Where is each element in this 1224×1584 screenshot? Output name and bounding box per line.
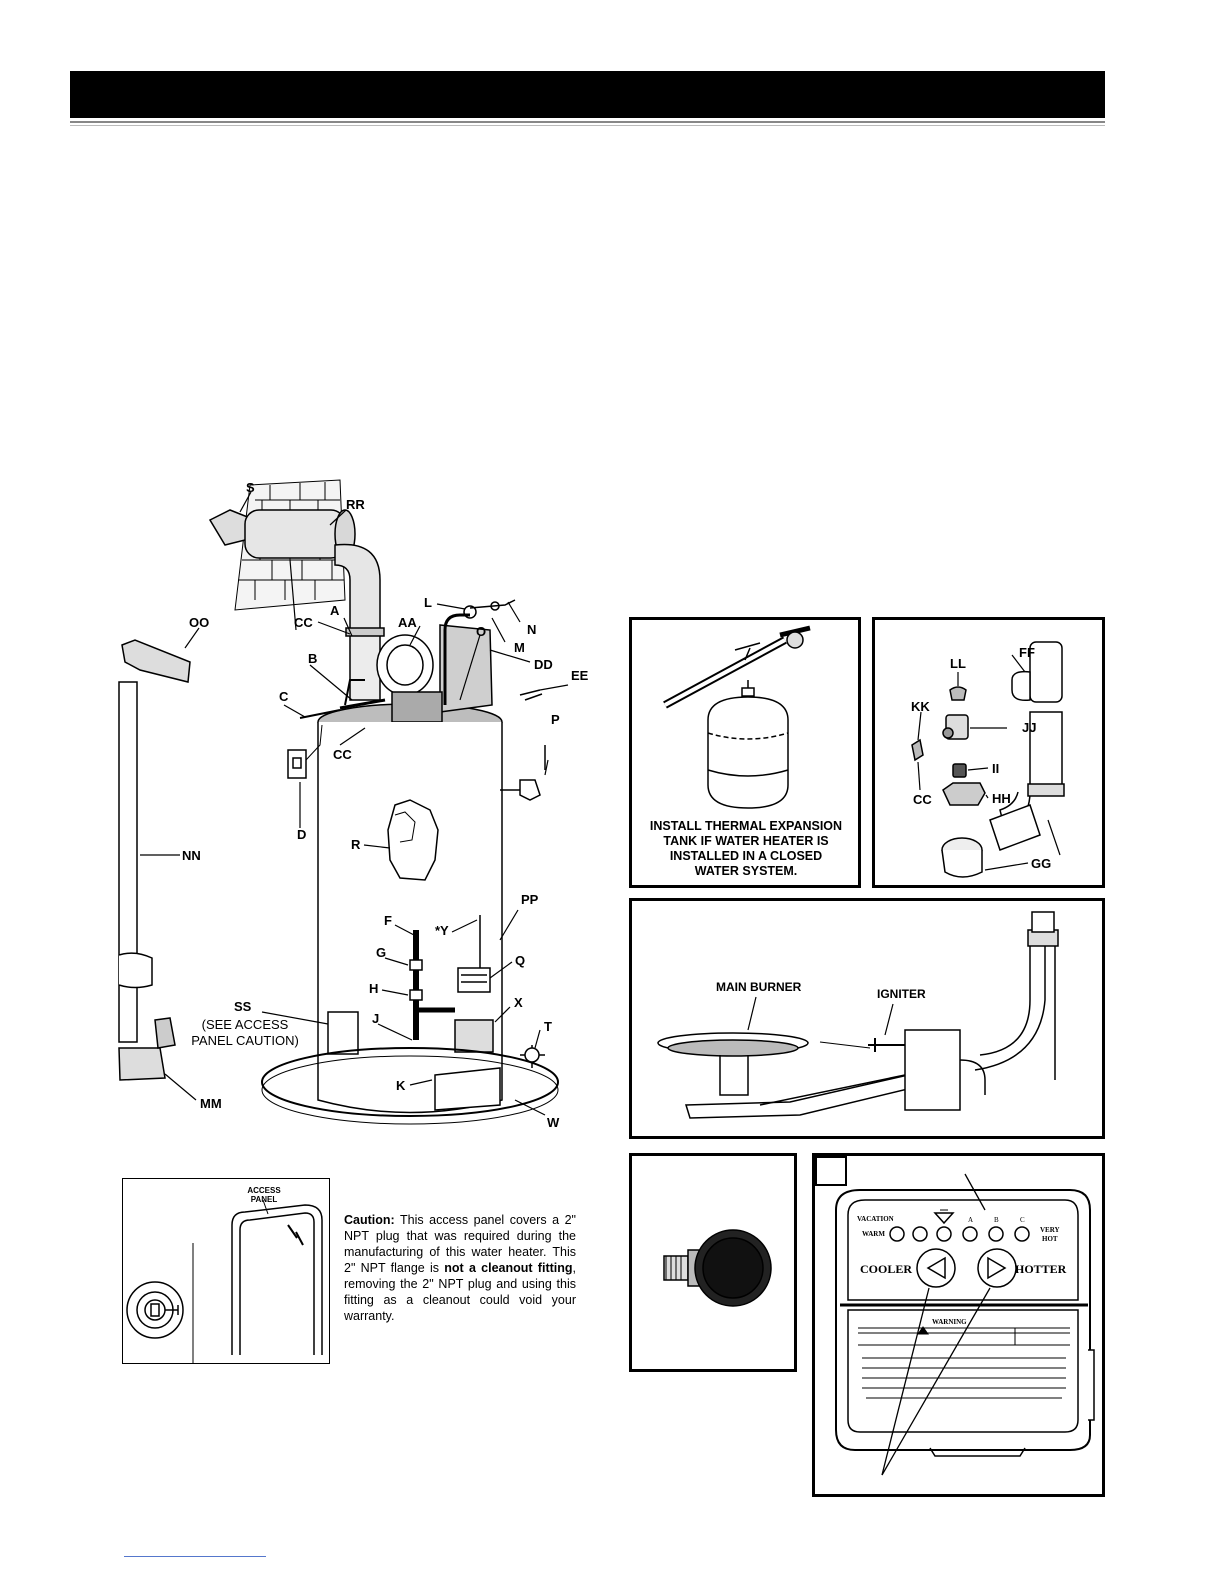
label-m: M xyxy=(514,640,525,655)
igniter-label: IGNITER xyxy=(877,987,926,1001)
label-d: D xyxy=(297,827,307,842)
label-f: F xyxy=(384,913,392,928)
footer-link-underline xyxy=(124,1556,266,1557)
label-t: T xyxy=(544,1019,552,1034)
hot-label: HOT xyxy=(1042,1235,1058,1243)
very-label: VERY xyxy=(1040,1226,1060,1234)
label-dd: DD xyxy=(534,657,553,672)
label-w: W xyxy=(547,1115,560,1130)
label-l: L xyxy=(424,595,432,610)
label-r: R xyxy=(351,837,361,852)
access-panel-label-line1: ACCESS xyxy=(247,1186,281,1195)
label-x: X xyxy=(514,995,523,1010)
label-mm: MM xyxy=(200,1096,222,1111)
label-ii: II xyxy=(992,761,1000,776)
ss-note-line1: (SEE ACCESS xyxy=(201,1017,289,1032)
setting-a-label: A xyxy=(968,1216,974,1224)
access-panel-label-line2: PANEL xyxy=(250,1195,278,1204)
label-ss: SS xyxy=(234,999,252,1014)
caution-part1: This access panel covers a 2" NPT plug t… xyxy=(344,1213,576,1275)
hotter-label: HOTTER xyxy=(1015,1262,1067,1276)
label-cc-top: CC xyxy=(294,615,313,630)
header-rule-thin xyxy=(70,125,1105,126)
caution-lead: Caution: xyxy=(344,1213,395,1227)
label-kk: KK xyxy=(911,699,930,714)
label-gg: GG xyxy=(1031,856,1052,871)
label-y: *Y xyxy=(435,923,449,938)
main-burner-label: MAIN BURNER xyxy=(716,980,802,994)
label-jj: JJ xyxy=(1022,720,1037,735)
label-hh: HH xyxy=(992,791,1011,806)
fittings-panel xyxy=(872,617,1105,888)
ss-note-line2: PANEL CAUTION) xyxy=(191,1033,299,1048)
expansion-caption-line3: INSTALLED IN A CLOSED xyxy=(669,849,823,863)
setting-b-label: B xyxy=(994,1216,999,1224)
warning-label: WARNING xyxy=(932,1318,967,1326)
caution-text: Caution: This access panel covers a 2" N… xyxy=(344,1212,576,1324)
label-s: S xyxy=(246,480,255,495)
label-g: G xyxy=(376,945,387,960)
label-ff: FF xyxy=(1019,645,1035,660)
label-b: B xyxy=(308,651,318,666)
label-j: J xyxy=(372,1011,380,1026)
label-c: C xyxy=(279,689,289,704)
caution-part2: , removing the 2" NPT plug and using thi… xyxy=(344,1261,576,1323)
label-p: P xyxy=(551,712,560,727)
label-k: K xyxy=(396,1078,406,1093)
label-a: A xyxy=(330,603,340,618)
label-aa: AA xyxy=(398,615,417,630)
label-nn: NN xyxy=(182,848,201,863)
label-ll: LL xyxy=(950,656,966,671)
label-n: N xyxy=(527,622,537,637)
expansion-tank-caption: INSTALL THERMAL EXPANSION TANK IF WATER … xyxy=(636,819,856,879)
vacation-label: VACATION xyxy=(857,1215,894,1223)
label-cc-fitting: CC xyxy=(913,792,932,807)
header-bar xyxy=(70,71,1105,118)
expansion-caption-line4: WATER SYSTEM. xyxy=(694,864,798,878)
warm-label: WARM xyxy=(862,1230,885,1238)
header-rule xyxy=(70,121,1105,123)
caution-bold: not a cleanout fitting xyxy=(444,1261,573,1275)
label-cc-mid: CC xyxy=(333,747,352,762)
label-q: Q xyxy=(515,953,526,968)
label-pp: PP xyxy=(521,892,539,907)
label-oo: OO xyxy=(189,615,210,630)
expansion-caption-line2: TANK IF WATER HEATER IS xyxy=(663,834,829,848)
label-o: O xyxy=(476,624,487,639)
access-panel-label: ACCESS PANEL xyxy=(240,1186,288,1204)
label-h: H xyxy=(369,981,379,996)
setting-c-label: C xyxy=(1020,1216,1025,1224)
cooler-label: COOLER xyxy=(860,1262,913,1276)
label-rr: RR xyxy=(346,497,365,512)
expansion-caption-line1: INSTALL THERMAL EXPANSION xyxy=(649,819,843,833)
label-ee: EE xyxy=(571,668,589,683)
